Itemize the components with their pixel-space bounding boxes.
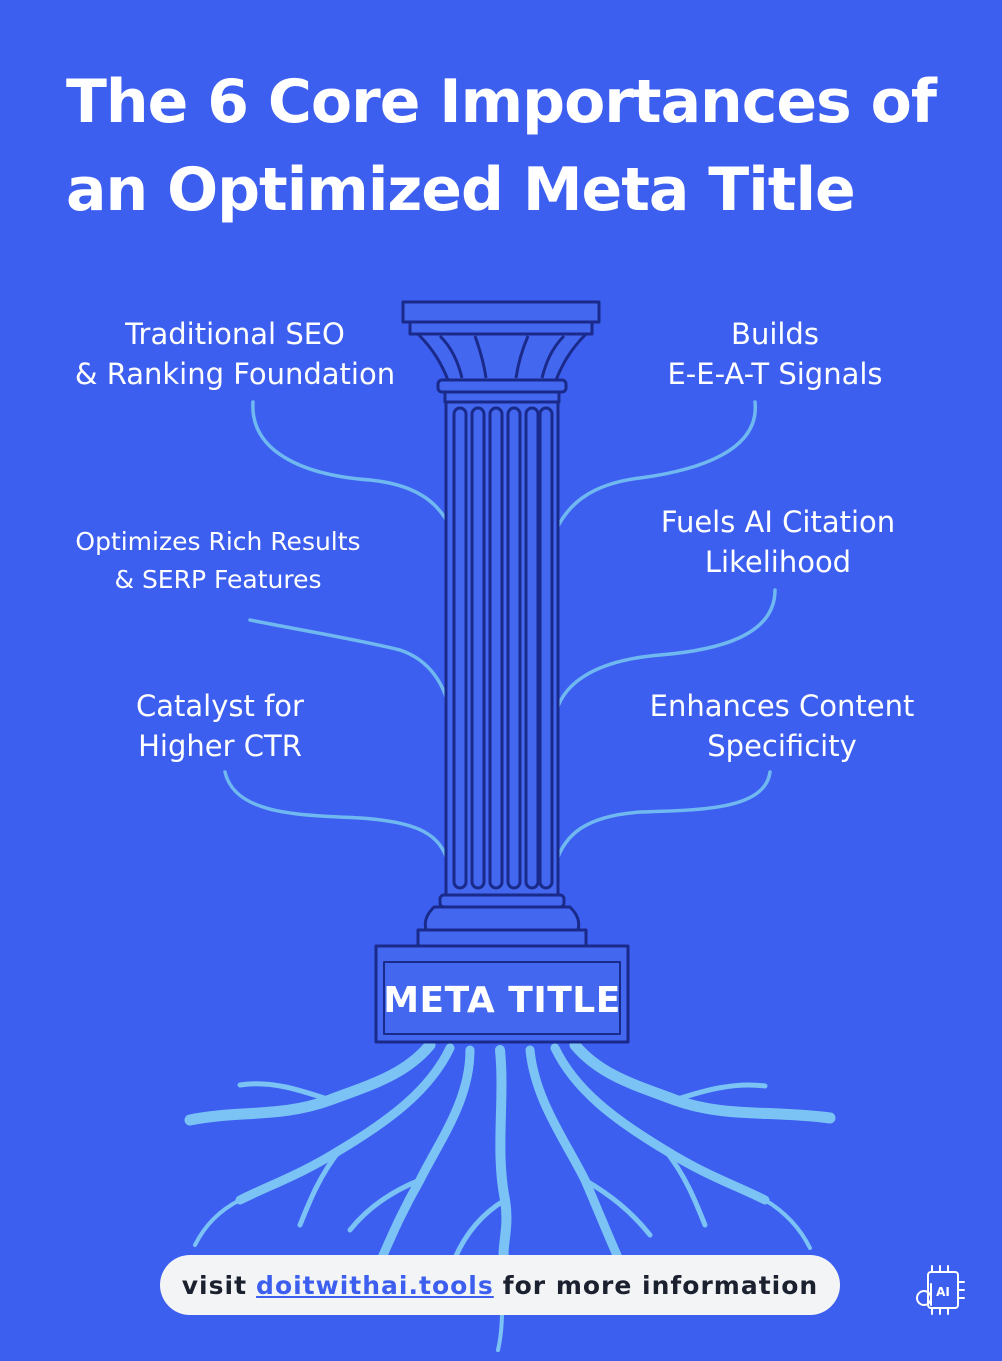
importance-eeat-signals: Builds E-E-A-T Signals [620, 314, 930, 394]
importance-3-line-1: Optimizes Rich Results [75, 527, 361, 556]
logo-text: AI [936, 1285, 950, 1299]
flute-6 [538, 406, 554, 890]
importance-6-line-2: Specificity [707, 729, 857, 763]
importance-1-line-1: Traditional SEO [125, 317, 345, 351]
flute-3 [488, 406, 504, 890]
root-right-3 [525, 1045, 625, 1267]
root-twig-8 [193, 1198, 242, 1247]
root-twig-3 [347, 1177, 423, 1233]
root-twig-9 [763, 1198, 812, 1250]
importance-traditional-seo: Traditional SEO & Ranking Foundation [50, 314, 420, 394]
importance-5-line-2: Higher CTR [138, 729, 302, 763]
importance-rich-results: Optimizes Rich Results & SERP Features [48, 523, 388, 599]
connector-top-right [554, 400, 757, 532]
importance-2-line-2: E-E-A-T Signals [667, 357, 883, 391]
title-line-2: an Optimized Meta Title [66, 155, 856, 225]
root-left-3 [375, 1045, 475, 1267]
root-main-right [569, 1039, 836, 1124]
connector-bottom-right [554, 770, 772, 864]
root-twig-1 [237, 1081, 333, 1103]
footer-suffix: for more information [502, 1270, 819, 1300]
flute-5 [524, 406, 540, 890]
capital-volute-left [438, 334, 464, 379]
root-twig-7 [672, 1082, 768, 1103]
root-twig-6 [662, 1147, 708, 1228]
necking-ring-1 [436, 378, 568, 394]
importance-5-line-1: Catalyst for [136, 689, 304, 723]
root-twig-4 [452, 1197, 508, 1261]
pillar-base-label: META TITLE [383, 980, 621, 1021]
importance-4-line-1: Fuels AI Citation [660, 505, 896, 539]
importance-higher-ctr: Catalyst for Higher CTR [95, 686, 345, 766]
connector-bottom-left [223, 770, 450, 864]
footer-prefix: visit [181, 1270, 248, 1300]
connector-mid-left [248, 618, 452, 714]
base-block-inner [383, 961, 621, 1035]
footer-cta: visit doitwithai.tools for more informat… [160, 1255, 840, 1315]
importance-1-line-2: & Ranking Foundation [74, 357, 396, 391]
doitwithai-chip-logo-icon[interactable]: AI [912, 1262, 968, 1318]
roots [184, 1039, 836, 1352]
base-plinth-upper [416, 928, 588, 948]
capital-volute-right [540, 334, 566, 379]
root-twig-2 [297, 1147, 343, 1228]
flute-4 [506, 406, 522, 890]
flute-2 [470, 406, 486, 890]
root-twig-5 [582, 1177, 653, 1238]
page-title: The 6 Core Importances of an Optimized M… [66, 58, 966, 234]
base-ring-1 [438, 893, 566, 909]
importance-2-line-1: Builds [731, 317, 819, 351]
connector-mid-right [554, 588, 777, 714]
capital-abacus [401, 300, 601, 324]
importance-ai-citation: Fuels AI Citation Likelihood [628, 502, 928, 582]
importance-4-line-2: Likelihood [704, 545, 852, 579]
title-line-1: The 6 Core Importances of [66, 67, 937, 137]
importance-content-specificity: Enhances Content Specificity [622, 686, 942, 766]
root-center [495, 1045, 512, 1267]
footer-link[interactable]: doitwithai.tools [256, 1270, 494, 1300]
capital-volute-center-r [514, 335, 530, 379]
importance-3-line-2: & SERP Features [114, 565, 322, 594]
flute-1 [452, 406, 468, 890]
connectors [223, 400, 777, 864]
connector-top-left [251, 400, 454, 532]
capital-abacus-lower [408, 320, 594, 336]
pillar [374, 300, 630, 1044]
capital-volute-center-l [473, 335, 488, 379]
importance-6-line-1: Enhances Content [649, 689, 915, 723]
base-torus [423, 905, 581, 932]
